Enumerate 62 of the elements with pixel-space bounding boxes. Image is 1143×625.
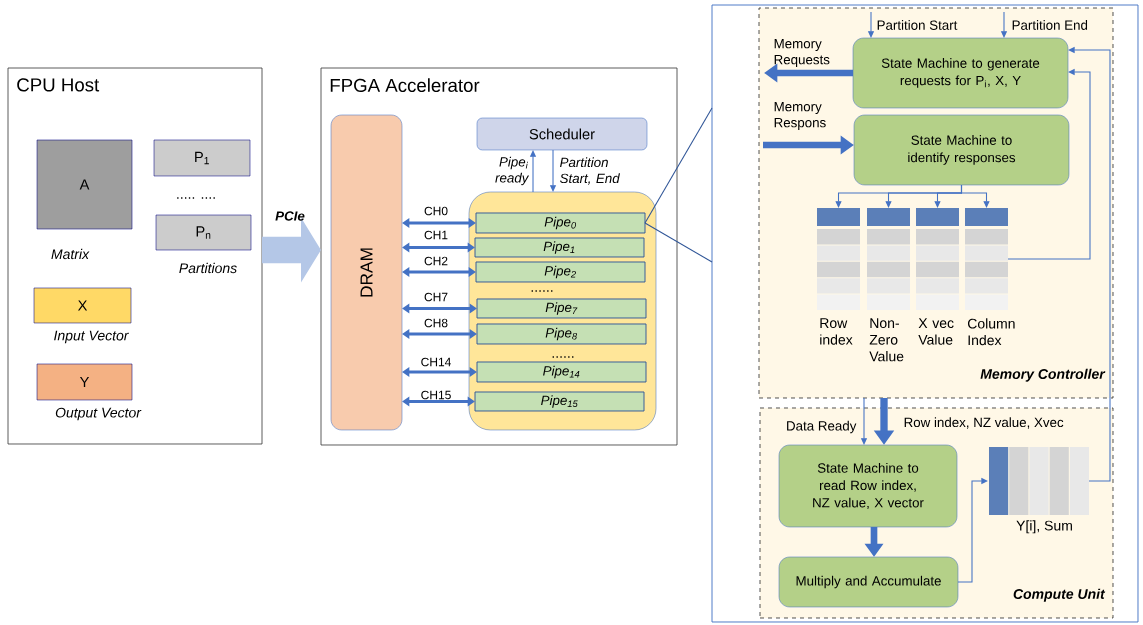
- pipe-box: Pipe$_{1}$: [474, 237, 645, 258]
- node-label: Y[i], Sum: [1016, 520, 1072, 534]
- table-column: Non-Zero Value: [867, 208, 910, 362]
- caption-text: Partitions: [179, 262, 237, 274]
- arrow: [402, 367, 477, 377]
- arrow: [402, 329, 477, 339]
- scheduler-box: Scheduler: [476, 117, 648, 151]
- node-label: X vec Value: [918, 318, 954, 345]
- caption-text: Matrix: [51, 248, 90, 260]
- edge-label: CH2: [424, 256, 448, 266]
- vector-box: Y: [36, 363, 133, 401]
- edge-label: Data Ready: [787, 420, 857, 434]
- pipe-box: Pipe$_{0}$: [475, 212, 646, 234]
- matrix-box: A: [36, 139, 133, 230]
- pipe-box: Pipe$_{2}$: [475, 261, 646, 283]
- edge-label: Partition End: [1012, 20, 1088, 30]
- ellipsis-text: ..... ....: [177, 197, 215, 199]
- arrow: [402, 267, 476, 277]
- state-machine-box: State Machine to generate requests for P$_{i}$, X, Y: [852, 37, 1069, 109]
- edge-label: Memory Requests: [774, 39, 830, 67]
- partition-box: P$_{n}$: [155, 214, 252, 251]
- arrow: [402, 218, 476, 228]
- connector-line: [644, 222, 713, 263]
- table-column: X vec Value: [916, 208, 959, 345]
- edge-label: Partition Start, End: [560, 157, 620, 185]
- ellipsis-text: ......: [552, 356, 574, 358]
- caption-text: Input Vector: [54, 330, 129, 344]
- arrow: [402, 303, 477, 314]
- memory-block: DRAM: [330, 114, 403, 431]
- table-column: Row index: [817, 208, 860, 345]
- arrow: [960, 184, 990, 208]
- edge-label: PCIe: [275, 211, 305, 221]
- edge-label: Partition Start: [877, 20, 958, 30]
- arrow: [402, 396, 475, 407]
- edge-label: CH7: [424, 292, 448, 302]
- edge-label: Row index, NZ value, Xvec: [904, 417, 1064, 429]
- state-machine-box: State Machine to read Row index, NZ value, X vector: [778, 444, 958, 528]
- node-label: Column Index: [967, 318, 1015, 346]
- state-machine-box: Multiply and Accumulate: [778, 556, 959, 608]
- edge-label: Memory Respons: [774, 102, 826, 130]
- state-machine-box: State Machine to identify responses: [853, 114, 1070, 186]
- table-column: Column Index: [965, 208, 1015, 346]
- arrow: [402, 242, 475, 253]
- edge-label: CH0: [424, 206, 448, 216]
- pipe-box: Pipe$_{15}$: [474, 391, 645, 412]
- pipe-box: Pipe$_{7}$: [476, 298, 647, 319]
- pipe-box: Pipe$_{14}$: [476, 361, 647, 383]
- node-label: Non-Zero Value: [869, 318, 904, 362]
- ellipsis-text: ......: [531, 290, 553, 292]
- edge-label: CH8: [424, 318, 448, 328]
- edge-label: CH15: [421, 390, 451, 400]
- array-drawing: Y[i], Sum: [989, 447, 1089, 534]
- edge-label: CH1: [424, 230, 448, 240]
- pipe-box: Pipe$_{8}$: [476, 323, 647, 345]
- arrow: [957, 477, 988, 583]
- caption-text: Output Vector: [55, 407, 142, 421]
- partition-box: P$_{1}$: [153, 139, 251, 177]
- node-label: Row index: [820, 318, 853, 345]
- connector-line: [644, 107, 713, 224]
- vector-box: X: [33, 287, 132, 324]
- edge-label: CH14: [421, 357, 451, 367]
- edge-label: Pipe$_{i}$ ready: [495, 156, 530, 186]
